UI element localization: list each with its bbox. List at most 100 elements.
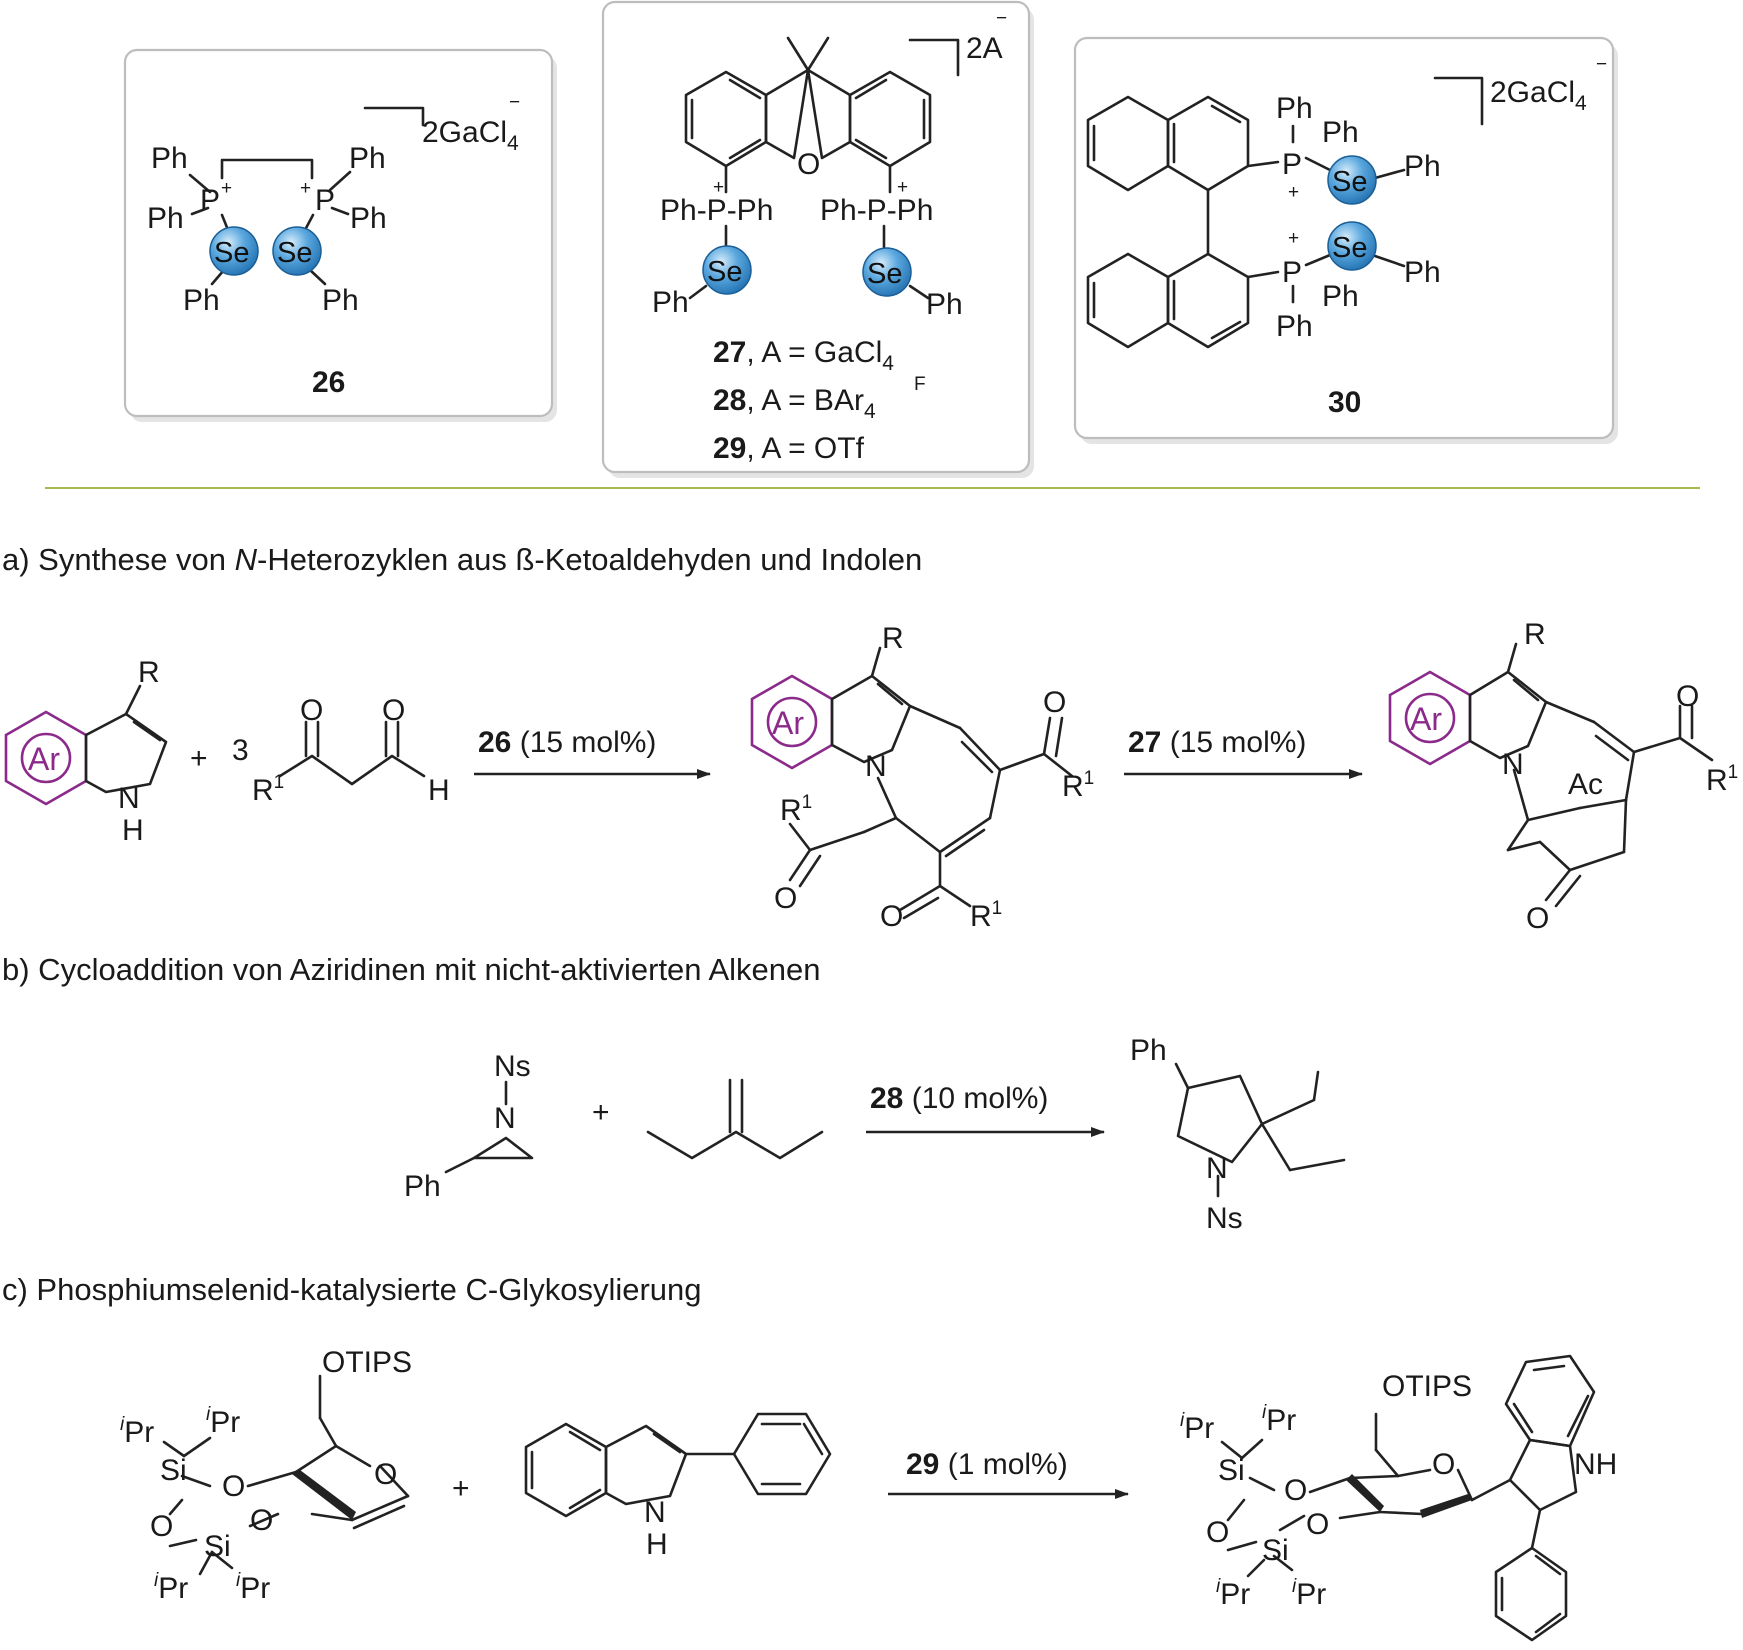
atom-label: O [797,148,820,181]
atom-label: P [1282,148,1302,181]
ipr-label: iPr [1216,1576,1250,1611]
atom-label: Si [204,1530,231,1563]
charge-label: + [713,177,724,198]
section-c-title: c) Phosphiumselenid-katalysierte C-Glyko… [2,1272,702,1307]
atom-label: Ph [151,142,188,175]
catalyst-26-box [123,48,554,418]
atom-label: Ph [1404,150,1441,183]
atom-label: R [1524,618,1546,651]
atom-label: P [315,184,335,217]
atom-label: Se [277,237,312,269]
ipr-label: iPr [1292,1576,1326,1611]
phosphonium-label-left: Ph-P-Ph [660,194,773,227]
ipr-label: iPr [1262,1402,1296,1437]
atom-label: O [150,1510,173,1543]
atom-label: Ph [1322,116,1359,149]
catalyst-27-29-box [601,0,1031,474]
atom-label: Ac [1568,768,1603,801]
atom-label: O [1206,1516,1229,1549]
atom-label: Ph [1276,92,1313,125]
se-sphere [272,226,322,276]
pyrrolidine-product [1174,1062,1346,1198]
atom-label: Se [707,256,742,288]
c-glycoside-product [1220,1354,1596,1642]
atom-label: Ns [1206,1202,1243,1235]
charge-label: + [1288,228,1299,249]
counterion-label: 2GaCl4 [422,116,519,155]
charge-label: − [996,8,1007,29]
atom-label: Ph [183,284,220,317]
compound-number-26: 26 [312,366,345,399]
aziridine-structure [444,1080,534,1174]
atom-label: Ph [349,142,386,175]
atom-label: Ns [494,1050,531,1083]
atom-label: O [1676,680,1699,713]
azepinoindole-product [750,646,1074,920]
condition-a2: 27 (15 mol%) [1128,726,1306,759]
bridged-product [1388,642,1714,908]
atom-label: Ph [322,284,359,317]
atom-label: Ph [652,286,689,319]
section-b-title: b) Cycloaddition von Aziridinen mit nich… [2,952,820,987]
catalyst-28-sup: F [914,374,926,395]
ar-label: Ar [1410,701,1442,737]
ipr-label: iPr [236,1570,270,1605]
atom-label: O [1526,902,1549,935]
phosphonium-label-right: Ph-P-Ph [820,194,933,227]
atom-label: Ph [1322,280,1359,313]
atom-label: O [1432,1448,1455,1481]
r1-label: R1 [252,772,284,807]
catalyst-27-29-structure [684,36,960,300]
atom-label: Si [160,1454,187,1487]
r1-label: R1 [780,792,812,827]
atom-label: Ph [1404,256,1441,289]
atom-label: O [774,882,797,915]
ar-label: Ar [772,705,804,741]
section-a-title: a) Synthese von N-Heterozyklen aus ß-Ket… [2,542,922,577]
r1-label: R1 [1706,762,1738,797]
plus-sign: + [452,1472,470,1505]
condition-a1: 26 (15 mol%) [478,726,656,759]
atom-label: N [494,1102,516,1135]
ketoaldehyde-structure [278,720,426,786]
atom-label: P [200,184,220,217]
ipr-label: iPr [154,1570,188,1605]
atom-label: N [1206,1152,1228,1185]
atom-label: Ph [404,1170,441,1203]
plus-sign: + [190,742,208,775]
atom-label: Si [1218,1454,1245,1487]
atom-label: OTIPS [322,1346,412,1379]
atom-label: H [122,814,144,847]
atom-label: Se [1332,166,1367,198]
catalyst-26-structure [188,106,425,286]
se-sphere [862,247,912,297]
ipr-label: iPr [206,1404,240,1439]
se-sphere [209,226,259,276]
atom-label: R [882,622,904,655]
atom-label: O [300,694,323,727]
se-sphere [702,245,752,295]
ipr-label: iPr [1180,1410,1214,1445]
glycal-structure [162,1374,410,1576]
atom-label: P [1282,256,1302,289]
atom-label: O [1306,1508,1329,1541]
r1-label: R1 [1062,768,1094,803]
atom-label: Ph [147,202,184,235]
atom-label: Ph [350,202,387,235]
se-sphere [1327,155,1377,205]
atom-label: N [1502,748,1524,781]
atom-label: N [644,1496,666,1529]
equivalents-label: 3 [232,734,249,767]
phenylindole-structure [524,1412,832,1518]
atom-label: Ph [926,288,963,321]
atom-label: R [138,656,160,689]
atom-label: Ph [1130,1034,1167,1067]
counterion-label: 2A [966,32,1003,65]
atom-label: H [646,1528,668,1561]
catalyst-29-row: 29, A = OTf [713,432,865,465]
atom-label: N [865,750,887,783]
se-sphere [1327,221,1377,271]
atom-label: O [374,1458,397,1491]
ipr-label: iPr [120,1414,154,1449]
atom-label: H [428,774,450,807]
